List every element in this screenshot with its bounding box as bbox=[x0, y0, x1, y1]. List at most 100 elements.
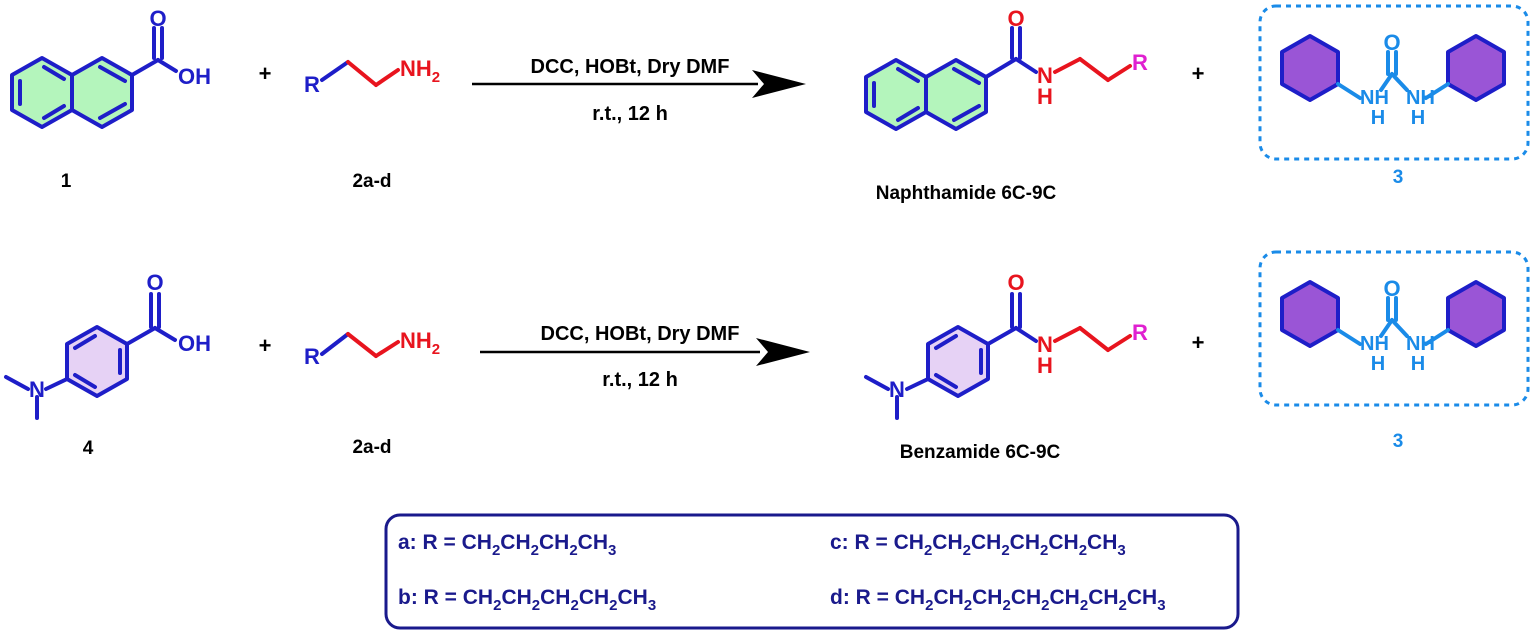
formula-subscript: 2 bbox=[492, 542, 500, 559]
formula-subscript: 2 bbox=[1119, 597, 1127, 614]
atom-H: H bbox=[1371, 107, 1385, 129]
atom-H: H bbox=[1037, 353, 1053, 378]
plus-sign: + bbox=[1192, 330, 1205, 355]
compound-1-label: 1 bbox=[61, 171, 72, 192]
urea-byproduct-3: O NH H NH H bbox=[1258, 250, 1530, 407]
plus-sign: + bbox=[259, 61, 272, 86]
r-group-prefix: a: R = bbox=[398, 531, 462, 554]
formula-subscript: 2 bbox=[964, 597, 972, 614]
formula-subscript: 2 bbox=[609, 597, 617, 614]
compound-2-label: 2a-d bbox=[352, 437, 391, 458]
formula-part: CH bbox=[895, 586, 925, 609]
formula-subscript: 2 bbox=[1002, 597, 1010, 614]
formula-subscript: 2 bbox=[924, 542, 932, 559]
formula-subscript: 2 bbox=[925, 597, 933, 614]
formula-subscript: 2 bbox=[1040, 542, 1048, 559]
urea-label: 3 bbox=[1393, 431, 1404, 452]
naphthamide-product: O N H R bbox=[864, 6, 1148, 131]
formula-subscript: 2 bbox=[1041, 597, 1049, 614]
formula-subscript: 2 bbox=[531, 542, 539, 559]
compound-2-label: 2a-d bbox=[352, 171, 391, 192]
formula-part: CH bbox=[540, 586, 570, 609]
formula-part: CH bbox=[1088, 586, 1118, 609]
plus-sign: + bbox=[259, 333, 272, 358]
formula-part: CH bbox=[501, 586, 531, 609]
formula-part: CH bbox=[1050, 586, 1080, 609]
compound-2-amine: R NH2 bbox=[304, 56, 440, 97]
r-group-prefix: b: R = bbox=[398, 586, 463, 609]
formula-part: CH bbox=[500, 531, 530, 554]
formula-part: CH bbox=[578, 531, 608, 554]
formula-subscript: 2 bbox=[493, 597, 501, 614]
atom-NH: NH bbox=[1360, 87, 1389, 109]
formula-subscript: 2 bbox=[569, 542, 577, 559]
formula-part: CH bbox=[1087, 531, 1117, 554]
formula-part: CH bbox=[618, 586, 648, 609]
formula-part: CH bbox=[539, 531, 569, 554]
compound-1-naphthoic-acid: O OH bbox=[10, 6, 211, 129]
formula-subscript: 3 bbox=[1117, 542, 1125, 559]
formula-part: CH bbox=[972, 586, 1002, 609]
formula-subscript: 2 bbox=[1080, 597, 1088, 614]
formula-subscript: 3 bbox=[608, 542, 616, 559]
r-group-prefix: d: R = bbox=[830, 586, 895, 609]
formula-part: CH bbox=[1011, 586, 1041, 609]
reagents-text: DCC, HOBt, Dry DMF bbox=[531, 56, 730, 78]
formula-part: CH bbox=[1127, 586, 1157, 609]
formula-subscript: 3 bbox=[1157, 597, 1165, 614]
r-group-a: a: R = CH2CH2CH2CH3 bbox=[398, 531, 616, 559]
atom-N: N bbox=[29, 377, 45, 402]
r-group-c: c: R = CH2CH2CH2CH2CH2CH3 bbox=[830, 531, 1126, 559]
formula-subscript: 2 bbox=[570, 597, 578, 614]
atom-H: H bbox=[1411, 353, 1425, 375]
formula-part: CH bbox=[894, 531, 924, 554]
atom-NH2: NH2 bbox=[400, 328, 440, 358]
atom-NH: NH bbox=[1360, 333, 1389, 355]
compound-4-label: 4 bbox=[83, 438, 94, 459]
atom-H: H bbox=[1411, 107, 1425, 129]
formula-part: CH bbox=[462, 531, 492, 554]
r-group-legend: a: R = CH2CH2CH2CH3 c: R = CH2CH2CH2CH2C… bbox=[384, 513, 1240, 630]
formula-part: CH bbox=[1048, 531, 1078, 554]
urea-byproduct-3: O NH H NH H bbox=[1258, 4, 1530, 161]
plus-sign: + bbox=[1192, 61, 1205, 86]
formula-part: CH bbox=[932, 531, 962, 554]
atom-N: N bbox=[1037, 332, 1053, 357]
atom-NH2: NH2 bbox=[400, 56, 440, 86]
r-group-d: d: R = CH2CH2CH2CH2CH2CH2CH3 bbox=[830, 586, 1166, 614]
reagents-text: DCC, HOBt, Dry DMF bbox=[541, 323, 740, 345]
r-group-b: b: R = CH2CH2CH2CH2CH3 bbox=[398, 586, 656, 614]
atom-R: R bbox=[1132, 50, 1148, 75]
atom-NH: NH bbox=[1406, 87, 1435, 109]
reaction-arrow-1: DCC, HOBt, Dry DMF r.t., 12 h bbox=[472, 56, 806, 125]
conditions-text: r.t., 12 h bbox=[592, 103, 668, 125]
atom-O: O bbox=[1007, 270, 1024, 295]
compound-2-amine: R NH2 bbox=[304, 328, 440, 369]
atom-O: O bbox=[146, 270, 163, 295]
formula-part: CH bbox=[971, 531, 1001, 554]
reaction-arrow-2: DCC, HOBt, Dry DMF r.t., 12 h bbox=[480, 323, 810, 391]
benzamide-product: O N H R N bbox=[864, 270, 1148, 420]
atom-N: N bbox=[1037, 63, 1053, 88]
formula-subscript: 2 bbox=[1079, 542, 1087, 559]
formula-subscript: 2 bbox=[963, 542, 971, 559]
formula-subscript: 2 bbox=[532, 597, 540, 614]
atom-OH: OH bbox=[178, 331, 211, 356]
atom-R: R bbox=[304, 72, 320, 97]
naphthamide-label: Naphthamide 6C-9C bbox=[876, 183, 1057, 204]
formula-part: CH bbox=[579, 586, 609, 609]
atom-R: R bbox=[1132, 320, 1148, 345]
atom-O: O bbox=[1383, 30, 1400, 55]
atom-NH: NH bbox=[1406, 333, 1435, 355]
benzamide-label: Benzamide 6C-9C bbox=[900, 442, 1061, 463]
formula-part: CH bbox=[1010, 531, 1040, 554]
formula-part: CH bbox=[933, 586, 963, 609]
urea-label: 3 bbox=[1393, 167, 1404, 188]
formula-subscript: 2 bbox=[1001, 542, 1009, 559]
formula-subscript: 3 bbox=[648, 597, 656, 614]
atom-N: N bbox=[889, 377, 905, 402]
r-group-prefix: c: R = bbox=[830, 531, 894, 554]
atom-R: R bbox=[304, 344, 320, 369]
atom-O: O bbox=[1383, 276, 1400, 301]
conditions-text: r.t., 12 h bbox=[602, 369, 678, 391]
